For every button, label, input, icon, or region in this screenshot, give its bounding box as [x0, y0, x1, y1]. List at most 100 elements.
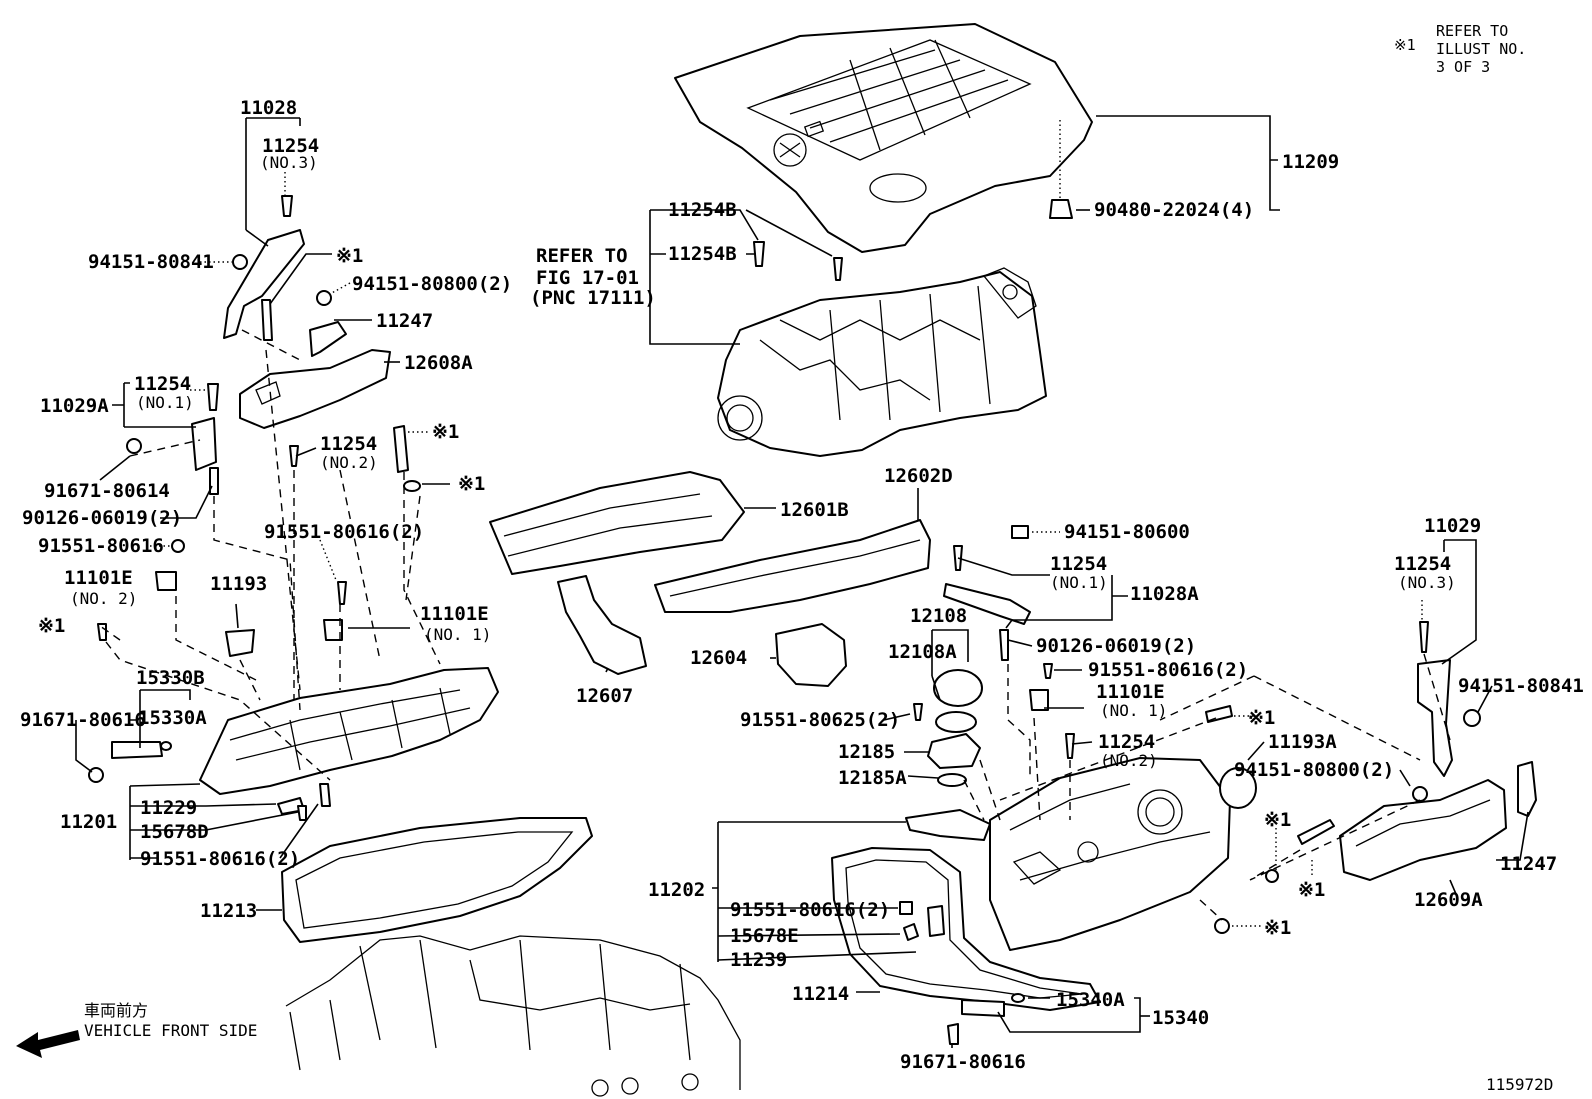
label-11254-no2-left: 11254 — [320, 433, 377, 455]
label-11247-left: 11247 — [376, 310, 433, 332]
label-front-en: VEHICLE FRONT SIDE — [84, 1021, 257, 1040]
bracket-11247-right — [1517, 761, 1537, 817]
label-11028: 11028 — [240, 97, 297, 119]
label-11254-no1-left: 11254 — [134, 373, 191, 395]
gasket-12185A — [937, 773, 967, 787]
label-91551-80616-2-b: 91551-80616(2) — [140, 848, 300, 870]
label-no2-left: (NO.2) — [320, 453, 378, 472]
label-no1-r2: (NO. 1) — [1100, 701, 1167, 720]
ocv-15330 — [111, 741, 163, 759]
label-11101E-no1-left: 11101E — [420, 603, 489, 625]
label-no2-right: (NO.2) — [1100, 751, 1158, 770]
label-91551-80616-a: 91551-80616 — [38, 535, 164, 557]
left-cylinder-head-cover-part — [199, 667, 499, 795]
cam-sensor-11101E-left-no1 — [323, 619, 343, 641]
label-11209: 11209 — [1282, 151, 1339, 173]
label-11193A: 11193A — [1268, 731, 1337, 753]
cam-sensor-11101E-right — [1029, 689, 1049, 711]
label-no3-left: (NO.3) — [260, 153, 318, 172]
label-11101E-no1-right: 11101E — [1096, 681, 1165, 703]
label-front-jp: 車両前方 — [84, 1001, 148, 1020]
label-x1-b: ※1 — [432, 421, 459, 443]
label-refer-x1-2: ILLUST NO. — [1436, 40, 1526, 58]
label-91671-80616-left: 91671-80616 — [20, 709, 146, 731]
oil-filler-cap-11193 — [225, 629, 255, 657]
label-12108A: 12108A — [888, 641, 957, 663]
bracket-11028A — [943, 583, 1031, 625]
bracket-11029A — [191, 417, 217, 471]
oil-filler-cap-12108 — [933, 669, 983, 707]
label-x1-h: ※1 — [1264, 917, 1291, 939]
label-90126-06019-2-left: 90126-06019(2) — [22, 507, 182, 529]
left-head-cover-gasket-11213 — [281, 817, 593, 943]
label-11254B-b: 11254B — [668, 243, 737, 265]
label-94151-80800-2-right: 94151-80800(2) — [1234, 759, 1394, 781]
label-15678E: 15678E — [730, 925, 799, 947]
gasket-12108A — [935, 711, 977, 733]
label-15340A: 15340A — [1056, 989, 1125, 1011]
label-12185: 12185 — [838, 741, 895, 763]
insulator-12608A — [239, 349, 391, 429]
label-no1-right: (NO.1) — [1050, 573, 1108, 592]
insulator-12604 — [775, 623, 847, 687]
label-11254B-a: 11254B — [668, 199, 737, 221]
label-90480-22024: 90480-22024(4) — [1094, 199, 1254, 221]
label-11254-no2-right: 11254 — [1098, 731, 1155, 753]
label-refer-x1-3: 3 OF 3 — [1436, 58, 1490, 76]
insulator-12601B — [489, 471, 745, 575]
right-cylinder-head-cover-part — [989, 757, 1231, 951]
bracket-11029 — [1417, 659, 1453, 777]
label-x1-c: ※1 — [458, 473, 485, 495]
label-12608A: 12608A — [404, 352, 473, 374]
right-head-cover-gasket-11214 — [831, 847, 1101, 1011]
label-refer-fig-3: (PNC 17111) — [530, 287, 656, 309]
label-refer-x1-mark: ※1 — [1394, 36, 1416, 54]
label-94151-80800-2-left: 94151-80800(2) — [352, 273, 512, 295]
label-12609A: 12609A — [1414, 889, 1483, 911]
label-x1-e: ※1 — [1248, 707, 1275, 729]
label-12602D: 12602D — [884, 465, 953, 487]
label-no3-right: (NO.3) — [1398, 573, 1456, 592]
label-11254-no1-right: 11254 — [1050, 553, 1107, 575]
insulator-12607 — [557, 575, 647, 675]
intake-manifold-part — [717, 267, 1047, 457]
label-90126-06019-2-right: 90126-06019(2) — [1036, 635, 1196, 657]
insulator-12609A — [1339, 779, 1507, 881]
callout-labels: 11028 11254 (NO.3) 94151-80841 ※1 94151-… — [20, 22, 1584, 1094]
label-12604: 12604 — [690, 647, 747, 669]
label-91551-80616-2-c: 91551-80616(2) — [730, 899, 890, 921]
label-11029A: 11029A — [40, 395, 109, 417]
engine-cover-part — [674, 23, 1093, 253]
label-12185A: 12185A — [838, 767, 907, 789]
label-11028A: 11028A — [1130, 583, 1199, 605]
bracket-11028 — [223, 229, 305, 339]
label-15678D: 15678D — [140, 821, 209, 843]
label-15330B: 15330B — [136, 667, 205, 689]
label-refer-x1-1: REFER TO — [1436, 22, 1508, 40]
label-91551-80625-2: 91551-80625(2) — [740, 709, 900, 731]
cam-sensor-11101E-left-no2 — [155, 571, 177, 591]
label-91671-80614: 91671-80614 — [44, 480, 170, 502]
label-x1-d: ※1 — [38, 615, 65, 637]
label-12607: 12607 — [576, 685, 633, 707]
label-refer-fig-1: REFER TO — [536, 245, 628, 267]
label-12601B: 12601B — [780, 499, 849, 521]
label-15330A: 15330A — [138, 707, 207, 729]
illustration-number: 115972D — [1486, 1075, 1553, 1094]
right-gasket-11213-inner — [905, 809, 991, 841]
label-x1-a: ※1 — [336, 245, 363, 267]
label-x1-f: ※1 — [1264, 809, 1291, 831]
insulator-12602D — [654, 519, 931, 613]
label-15340: 15340 — [1152, 1007, 1209, 1029]
bracket-11247-left — [309, 321, 347, 357]
label-12108: 12108 — [910, 605, 967, 627]
label-x1-g: ※1 — [1298, 879, 1325, 901]
label-11239: 11239 — [730, 949, 787, 971]
label-refer-fig-2: FIG 17-01 — [536, 267, 639, 289]
label-no1-left: (NO.1) — [136, 393, 194, 412]
label-11254-no3-right: 11254 — [1394, 553, 1451, 575]
label-11213: 11213 — [200, 900, 257, 922]
label-94151-80600: 94151-80600 — [1064, 521, 1190, 543]
label-11214: 11214 — [792, 983, 849, 1005]
